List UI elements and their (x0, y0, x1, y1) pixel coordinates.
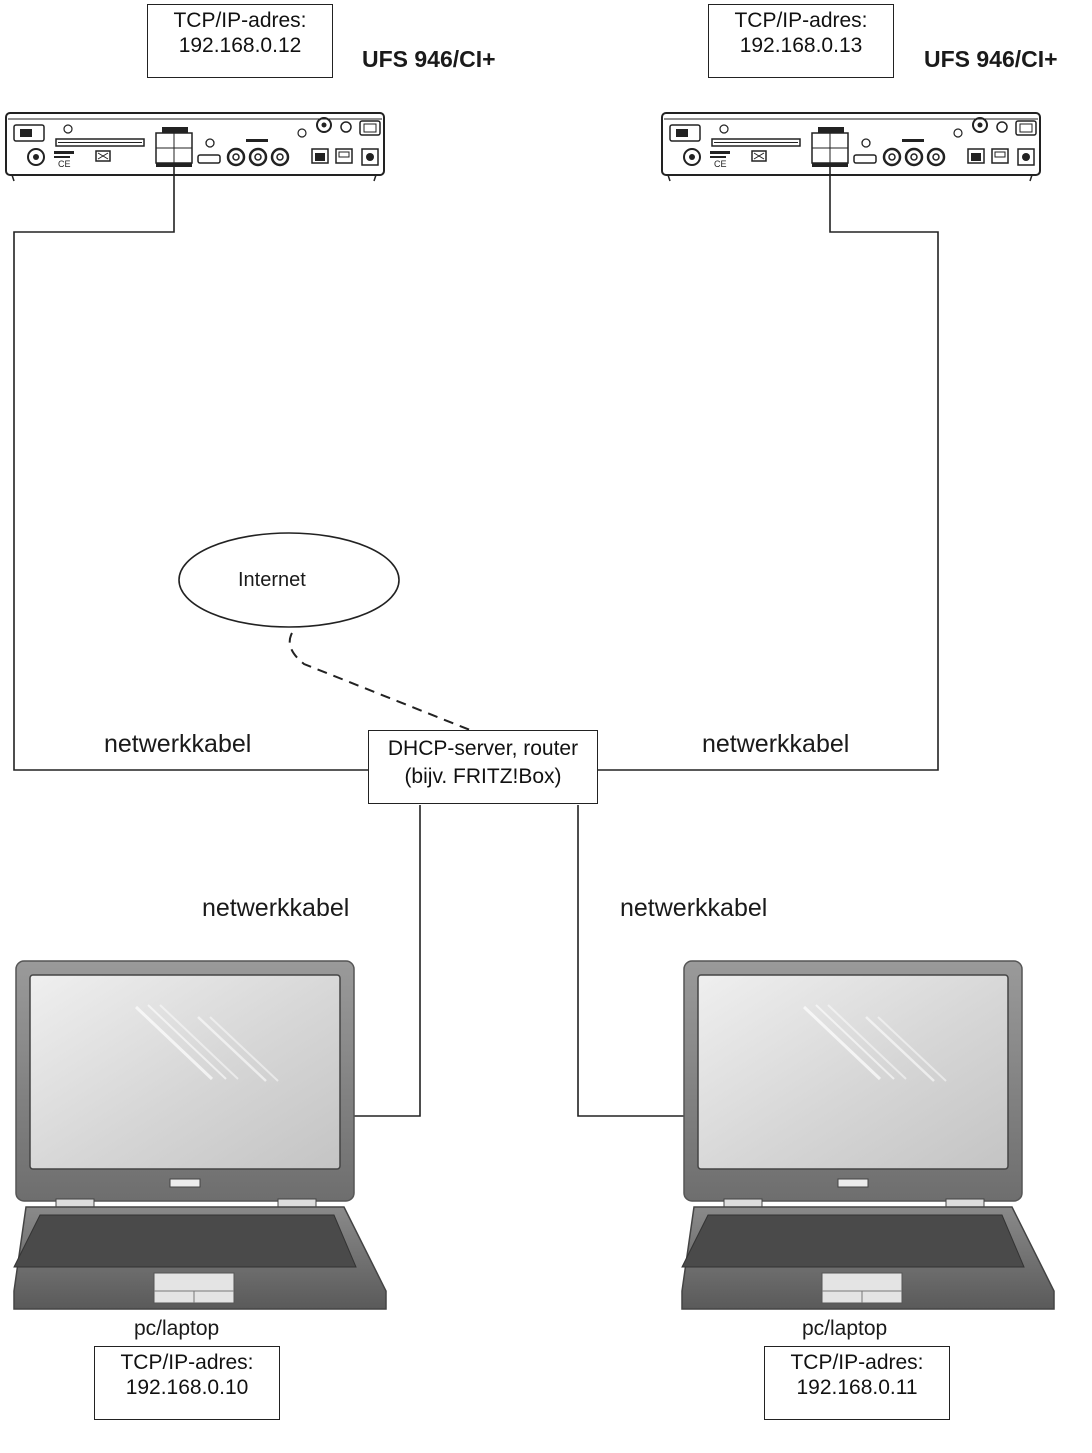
receiver-model-left: UFS 946/CI+ (362, 46, 496, 72)
ip-address: 192.168.0.13 (739, 34, 863, 57)
ip-box-receiver-left: TCP/IP-adres: 192.168.0.12 (147, 4, 333, 78)
cable-router-to-right-pc (577, 805, 686, 1117)
receiver-right (660, 111, 1042, 183)
ip-address: 192.168.0.12 (178, 34, 302, 57)
ip-box-pc-right: TCP/IP-adres: 192.168.0.11 (764, 1346, 950, 1420)
cable-label-left-top: netwerkkabel (104, 730, 252, 758)
cable-label-right-top: netwerkkabel (702, 730, 850, 758)
ip-title: TCP/IP-adres: (790, 1351, 924, 1374)
ip-address: 192.168.0.11 (796, 1376, 918, 1399)
internet-cloud (178, 532, 400, 628)
ip-box-pc-left: TCP/IP-adres: 192.168.0.10 (94, 1346, 280, 1420)
router-line-2: (bijv. FRITZ!Box) (404, 765, 562, 788)
cable-label-left-bottom: netwerkkabel (202, 894, 350, 922)
ip-box-receiver-right: TCP/IP-adres: 192.168.0.13 (708, 4, 894, 78)
receiver-model-right: UFS 946/CI+ (924, 46, 1058, 72)
router-box: DHCP-server, router (bijv. FRITZ!Box) (368, 730, 598, 804)
ip-title: TCP/IP-adres: (120, 1351, 254, 1374)
cable-left-receiver-to-router (13, 167, 368, 771)
ip-address: 192.168.0.10 (125, 1376, 249, 1399)
ip-title: TCP/IP-adres: (734, 9, 868, 32)
laptop-left (12, 959, 388, 1311)
laptop-right (680, 959, 1056, 1311)
pc-label-right: pc/laptop (802, 1317, 888, 1340)
receiver-left (4, 111, 386, 183)
internet-dashed-link (288, 632, 471, 731)
ip-title: TCP/IP-adres: (173, 9, 307, 32)
cable-router-to-left-pc (352, 805, 421, 1117)
router-line-1: DHCP-server, router (387, 737, 579, 760)
cable-right-receiver-to-router (598, 167, 939, 771)
cable-label-right-bottom: netwerkkabel (620, 894, 768, 922)
pc-label-left: pc/laptop (134, 1317, 220, 1340)
internet-label: Internet (238, 569, 306, 591)
